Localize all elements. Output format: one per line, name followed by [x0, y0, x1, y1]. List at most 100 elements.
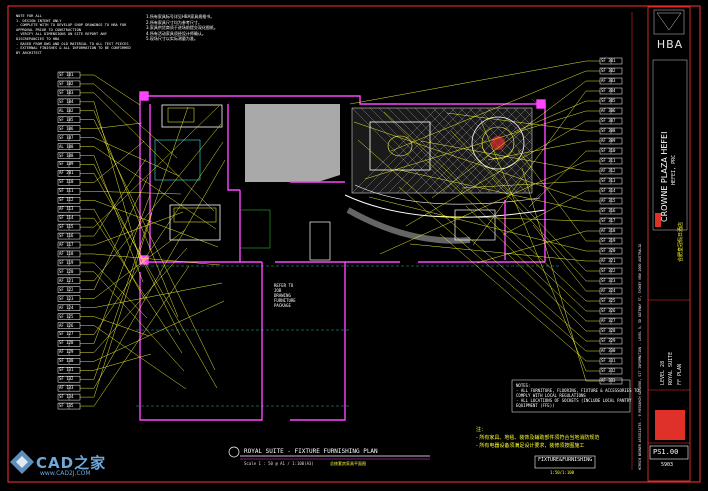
level-label: LEVEL 28	[660, 360, 666, 385]
furniture-tag-label: AF 318	[601, 228, 616, 233]
furniture-tag-label: AF 129	[59, 349, 74, 355]
note-line: NOTE FOR ALL	[16, 14, 42, 18]
leader-line	[80, 105, 220, 228]
furniture-tag-label: SF 317	[601, 218, 616, 223]
title-block	[631, 6, 691, 482]
bath-area	[154, 139, 201, 181]
furniture-tag-label: AF 321	[601, 258, 616, 263]
leader-line	[409, 243, 600, 262]
note-line-cn: - 所有家具、地毯、装饰及辅助部件须符合当地消防规范	[476, 435, 600, 441]
notes-header: NOTES:	[516, 383, 531, 388]
leader-line	[528, 150, 600, 208]
watermark-url: www.CAD2J.COM	[40, 470, 91, 477]
leader-line	[80, 271, 185, 372]
leader-line	[80, 119, 216, 371]
leader-line	[80, 211, 184, 246]
furniture-tag-label: SF 104	[59, 98, 74, 104]
sheet-title: FF PLAN	[677, 363, 683, 385]
furniture-tag-label: AF 306	[601, 108, 616, 113]
furniture-tag-label: AF 330	[601, 348, 616, 353]
furniture-tag-label: SF 107	[59, 134, 74, 140]
side-note-line: DRAWING	[274, 293, 291, 298]
furniture-tag-label: SF 116	[59, 233, 74, 239]
leader-line	[502, 190, 600, 236]
leader-line	[80, 208, 146, 301]
leader-line	[450, 130, 600, 272]
leader-line	[80, 158, 147, 237]
leader-line	[80, 200, 219, 248]
leader-line	[80, 159, 226, 389]
leader-line	[80, 110, 179, 318]
notes-line: EQUIPMENT (FFE))	[516, 403, 555, 408]
note-line: BY ARCHITECT	[16, 50, 42, 55]
furniture-tag-label: SF 311	[601, 158, 616, 163]
wardrobe-closet	[239, 209, 271, 249]
leader-line	[80, 212, 153, 398]
furniture-tag-label: SF 307	[601, 118, 616, 123]
leader-line	[80, 155, 144, 283]
side-note-line: FURNITURE	[274, 298, 296, 303]
side-note-line: PACKAGE	[274, 303, 291, 308]
desk	[309, 221, 331, 261]
furniture-tag-label: SF 127	[59, 331, 74, 337]
hba-logo: HBA	[656, 38, 684, 51]
project-name-cn: 合肥皇冠假日酒店	[678, 221, 684, 262]
leader-line	[517, 149, 600, 242]
note-line: - EXTERNAL FINISHES & ALL INFORMATION TO…	[16, 46, 131, 51]
furniture-tags	[57, 57, 623, 410]
note-line: - VERIFY ALL DIMENSIONS ON SITE REPORT A…	[16, 32, 107, 37]
furniture-tag-label: AF 303	[601, 78, 616, 83]
furniture-tag-label: AF 126	[59, 322, 74, 328]
furniture-tag-label: AF 333	[601, 378, 616, 383]
furniture-tag-label: SF 301	[601, 58, 616, 63]
furniture-tag-label: SF 111	[59, 188, 74, 194]
side-note-line: JOB	[274, 288, 282, 293]
furniture-tag-label: SF 313	[601, 178, 616, 183]
leader-line	[80, 83, 178, 159]
leader-line	[80, 353, 152, 371]
furniture-tag-label: SF 328	[601, 328, 616, 333]
leader-line	[80, 106, 189, 380]
leader-line	[390, 70, 600, 152]
furniture-tag-label: SF 110	[59, 179, 74, 185]
furniture-tag-label: SF 101	[59, 72, 74, 77]
leader-line	[439, 233, 600, 362]
leader-line	[506, 252, 600, 332]
leader-line	[80, 191, 182, 195]
leader-line	[80, 176, 149, 290]
leader-line	[532, 224, 600, 292]
notes-line: - ALL FURNITURE, FLOORING, FIXTURE & ACC…	[516, 388, 639, 393]
leader-line	[80, 316, 150, 337]
bedroom-wardrobe	[161, 104, 223, 128]
leader-line	[394, 168, 600, 212]
furniture-tag-label: AF 121	[59, 277, 74, 283]
leader-line	[383, 111, 600, 302]
furniture-tag-label: SF 135	[59, 403, 74, 409]
leader-line	[80, 265, 190, 407]
leader-line	[80, 146, 217, 230]
project-name: CROWNE PLAZA HEFEI	[660, 131, 669, 222]
stamp-label: FIXTURE&FURNISHING	[538, 457, 593, 463]
furniture-tag-label: SF 320	[601, 248, 616, 253]
leader-line	[80, 300, 225, 362]
sheet-number: PS1.00	[653, 448, 679, 456]
furniture-tag-label: SF 108	[59, 152, 74, 158]
furniture-tag-label: SF 325	[601, 298, 616, 303]
furniture-tag-label: SF 128	[59, 340, 74, 346]
leader-line	[80, 141, 224, 335]
note-line: APPROVAL PRIOR TO CONSTRUCTION	[16, 27, 81, 32]
furniture-tag-label: SF 310	[601, 148, 616, 153]
furniture-tag-label: SF 322	[601, 268, 616, 273]
furniture-tag-label: SF 102	[59, 80, 74, 86]
note-line-cn: - 所有电器设备须满足设计要求，装修须按图施工	[476, 443, 585, 449]
drawing-title-marker	[228, 446, 596, 469]
note-line: - BASED FROM DWG AND OLD MATERIAL TO ALL…	[16, 41, 129, 46]
project-city: HEFEI, PRC	[671, 154, 677, 185]
furniture-tag-label: SF 323	[601, 278, 616, 283]
side-note: REFER TO JOB DRAWING FURNITURE PACKAGE	[274, 283, 296, 308]
round-dining-table	[471, 116, 525, 170]
leader-line	[405, 120, 600, 227]
leader-line	[80, 325, 187, 390]
